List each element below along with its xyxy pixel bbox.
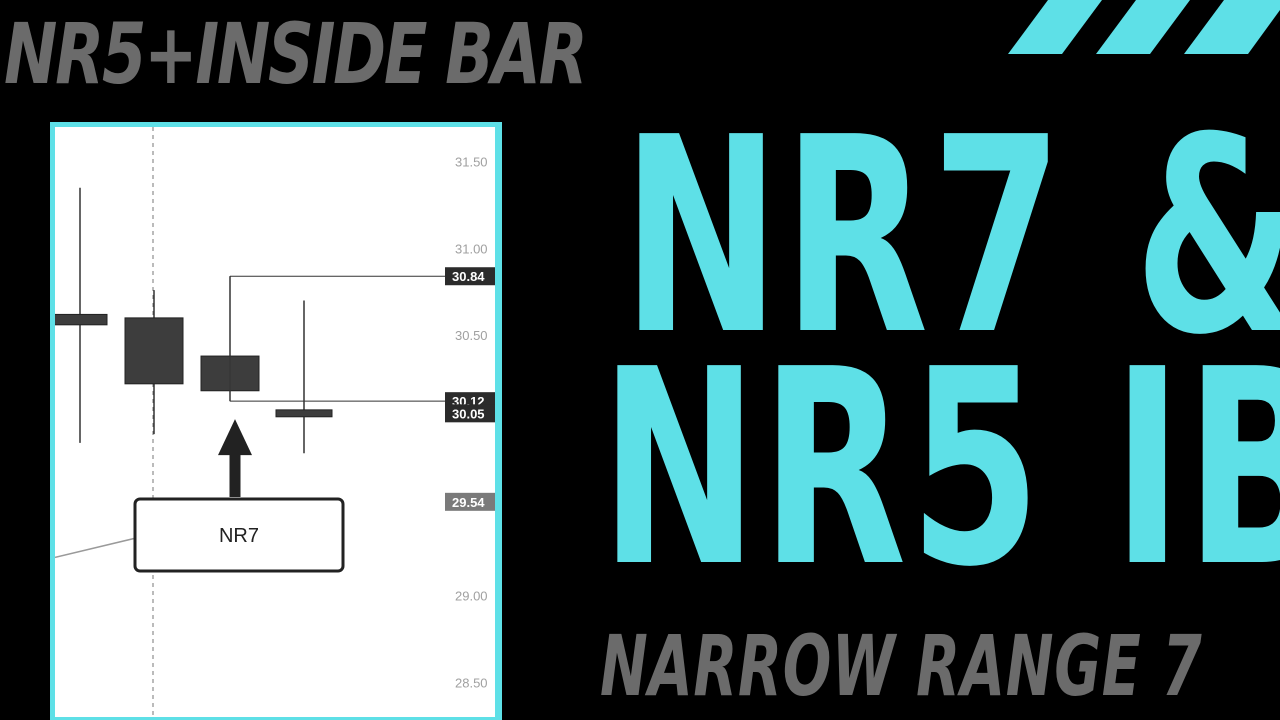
price-tag: [445, 404, 495, 423]
y-tick-label: 29.00: [455, 589, 488, 604]
price-tag: [445, 267, 495, 286]
corner-stripes-decoration: [1008, 0, 1280, 54]
price-tag-label: 30.84: [452, 269, 485, 284]
y-tick-label: 30.50: [455, 328, 488, 343]
y-tick-label: 31.00: [455, 241, 488, 256]
candle-body: [55, 313, 108, 326]
subtitle: NARROW RANGE 7: [600, 617, 1203, 715]
price-tag-label: 29.54: [452, 495, 485, 510]
candle-body: [124, 317, 184, 385]
y-tick-label: 28.50: [455, 675, 488, 690]
top-heading: NR5+INSIDE BAR: [4, 5, 588, 103]
stripe-2: [1096, 0, 1190, 54]
candlestick-chart: 31.5031.0030.5029.0028.5030.8430.1230.05…: [55, 127, 495, 717]
main-title-line-1: NR7 &: [622, 79, 1280, 394]
y-tick-label: 31.50: [455, 155, 488, 170]
stripe-3: [1184, 0, 1280, 54]
annotation-arrow-head: [218, 419, 252, 456]
price-tag: [445, 492, 495, 511]
main-title-line-2: NR5 IB: [600, 311, 1280, 626]
price-tag-label: 30.05: [452, 406, 485, 421]
annotation-callout-box: [133, 497, 345, 573]
stripe-1: [1008, 0, 1102, 54]
annotation-callout-label: NR7: [219, 525, 259, 547]
candle-body: [275, 409, 333, 418]
